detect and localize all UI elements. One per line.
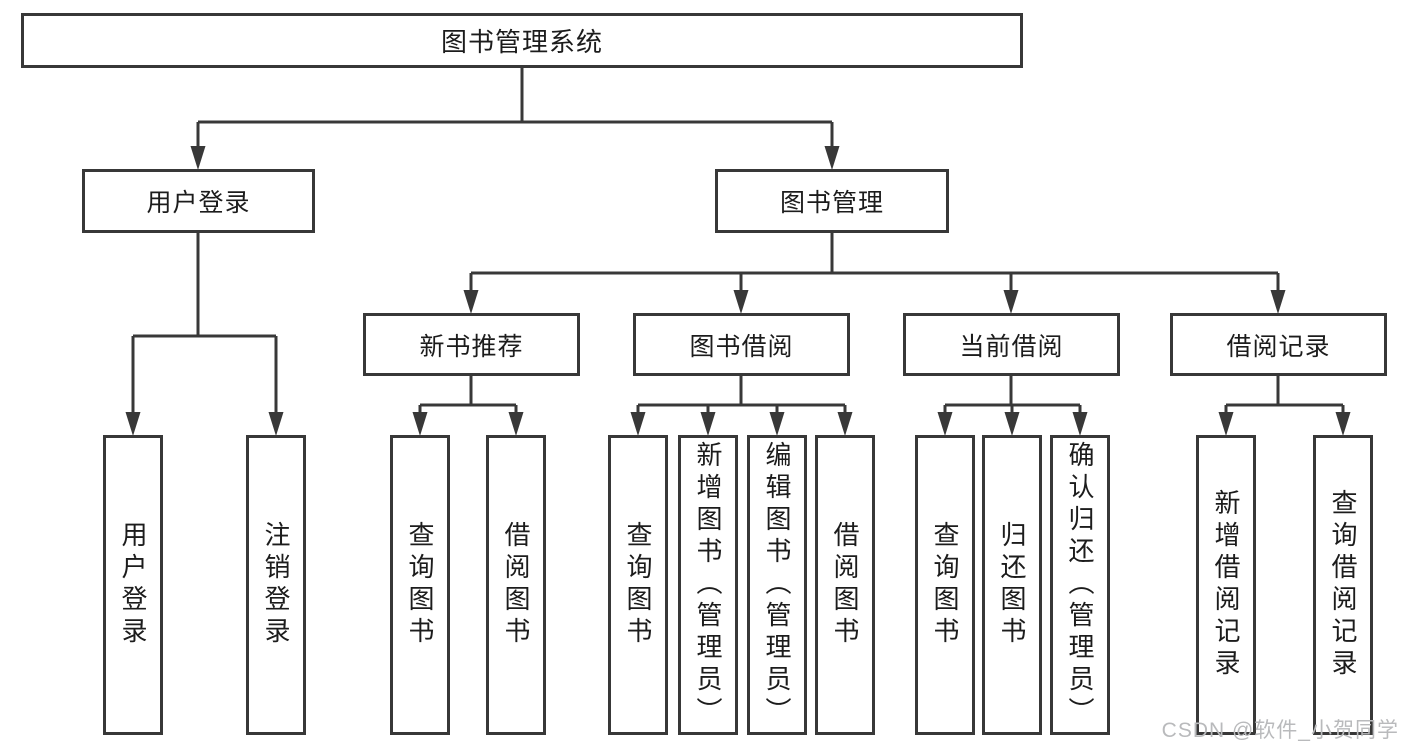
- leaf-user-login: 用户登录: [103, 435, 163, 735]
- leaf-add-borrow-record: 新增借阅记录: [1196, 435, 1256, 735]
- node-label: 用户登录: [146, 189, 251, 217]
- arrowheads: [125, 146, 1351, 436]
- node-label: 借阅图书: [830, 521, 860, 649]
- leaf-query-borrow-record: 查询借阅记录: [1313, 435, 1373, 735]
- leaf-confirm-return-admin: 确认归还（管理员）: [1050, 435, 1110, 735]
- node-label: 借阅图书: [501, 521, 531, 649]
- connector-borrow-to-leaves: [636, 376, 847, 414]
- node-label: 归还图书: [997, 521, 1027, 649]
- node-borrow-records: 借阅记录: [1170, 313, 1387, 376]
- leaf-borrow-books-2: 借阅图书: [815, 435, 875, 735]
- node-user-login: 用户登录: [82, 169, 315, 233]
- node-book-borrow: 图书借阅: [633, 313, 850, 376]
- connector-bookmgmt-to-modules: [469, 233, 1280, 292]
- leaf-borrow-books-1: 借阅图书: [486, 435, 546, 735]
- leaf-query-books-1: 查询图书: [390, 435, 450, 735]
- node-label: 新书推荐: [419, 332, 524, 361]
- node-label: 借阅记录: [1226, 332, 1331, 361]
- connector-records-to-leaves: [1224, 376, 1345, 414]
- csdn-watermark: CSDN @软件_小贺同学: [1161, 719, 1399, 742]
- leaf-add-book-admin: 新增图书（管理员）: [678, 435, 738, 735]
- connector-newbooks-to-leaves: [418, 376, 518, 414]
- leaf-return-book: 归还图书: [982, 435, 1042, 735]
- connector-current-to-leaves: [943, 376, 1082, 414]
- node-book-management: 图书管理: [715, 169, 949, 233]
- leaf-logout: 注销登录: [246, 435, 306, 735]
- node-label: 图书管理系统: [440, 27, 603, 57]
- node-label: 新增借阅记录: [1211, 489, 1241, 681]
- node-label: 图书借阅: [689, 332, 794, 361]
- node-label: 查询图书: [405, 521, 435, 649]
- leaf-query-books-2: 查询图书: [608, 435, 668, 735]
- node-root-system: 图书管理系统: [21, 13, 1023, 68]
- node-label: 注销登录: [261, 521, 291, 649]
- leaf-query-books-3: 查询图书: [915, 435, 975, 735]
- node-new-book-recommend: 新书推荐: [363, 313, 580, 376]
- node-label: 新增图书（管理员）: [693, 441, 723, 729]
- connector-root-to-branches: [196, 68, 834, 148]
- node-label: 确认归还（管理员）: [1065, 441, 1095, 729]
- node-label: 编辑图书（管理员）: [762, 441, 792, 729]
- node-label: 查询图书: [623, 521, 653, 649]
- node-current-borrow: 当前借阅: [903, 313, 1120, 376]
- node-label: 用户登录: [118, 521, 148, 649]
- leaf-edit-book-admin: 编辑图书（管理员）: [747, 435, 807, 735]
- node-label: 图书管理: [779, 189, 884, 217]
- node-label: 查询图书: [930, 521, 960, 649]
- connector-login-to-leaves: [131, 233, 278, 414]
- node-label: 查询借阅记录: [1328, 489, 1358, 681]
- node-label: 当前借阅: [959, 332, 1064, 361]
